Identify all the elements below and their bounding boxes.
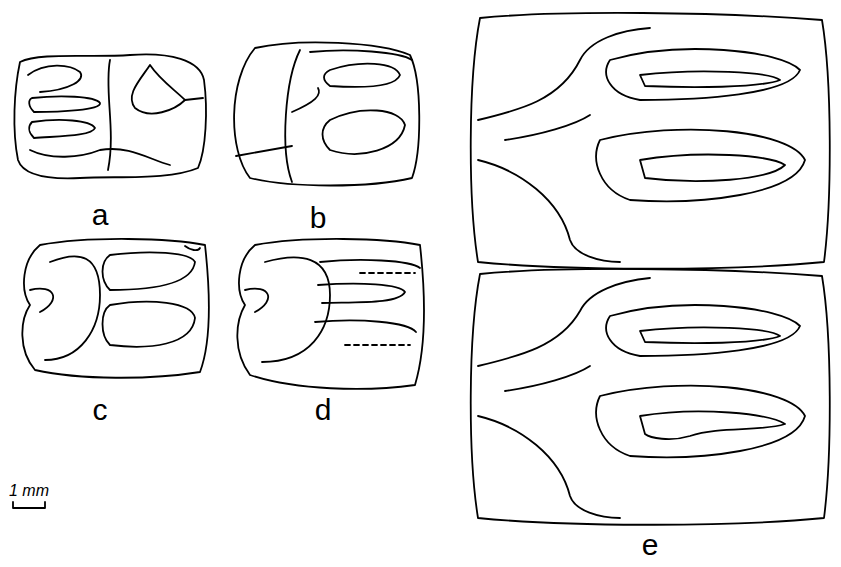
crack-line	[236, 146, 292, 156]
enamel-fold	[45, 256, 100, 360]
crack-line	[185, 98, 203, 100]
tooth-e-lower	[471, 269, 830, 525]
tooth-outline	[22, 239, 209, 378]
tooth-e-upper	[471, 13, 830, 269]
panel-letter: a	[92, 200, 109, 230]
enamel-fold	[28, 66, 81, 92]
dashed-line	[360, 272, 415, 274]
scale-bar	[13, 502, 45, 508]
enamel-fold	[478, 160, 620, 262]
enamel-fold	[310, 50, 412, 60]
enamel-fold	[478, 278, 650, 366]
panel-letter: c	[93, 395, 108, 425]
enamel-fold	[315, 320, 416, 332]
enamel-fold	[185, 246, 200, 250]
enamel-fold	[285, 50, 300, 182]
enamel-fold	[103, 302, 196, 347]
enamel-fold	[262, 257, 330, 362]
scale-line	[13, 502, 45, 508]
enamel-fold	[640, 411, 785, 439]
dashed-line	[345, 344, 410, 346]
enamel-fold	[478, 28, 650, 120]
panel-letter: b	[310, 203, 327, 233]
enamel-fold	[30, 289, 53, 312]
tooth-a	[14, 54, 206, 178]
tooth-d	[237, 239, 424, 389]
enamel-fold	[606, 49, 800, 100]
enamel-fold	[323, 110, 406, 154]
enamel-fold	[596, 130, 805, 202]
scale-label: 1 mm	[9, 483, 49, 499]
enamel-fold	[29, 96, 100, 112]
enamel-fold	[318, 284, 405, 303]
panel-letter: d	[315, 395, 332, 425]
enamel-fold	[606, 305, 800, 356]
enamel-fold	[324, 64, 400, 87]
enamel-fold	[29, 120, 95, 138]
enamel-fold	[478, 416, 620, 518]
tooth-outline	[471, 269, 830, 525]
panel-letter: e	[642, 530, 659, 560]
enamel-fold	[505, 366, 590, 391]
enamel-fold	[640, 155, 785, 182]
enamel-fold	[103, 252, 196, 290]
enamel-fold	[245, 289, 268, 312]
enamel-fold	[640, 71, 780, 87]
enamel-fold	[596, 386, 805, 458]
enamel-fold	[132, 65, 185, 113]
tooth-outline	[14, 54, 206, 178]
tooth-c	[22, 239, 209, 378]
enamel-fold	[30, 149, 170, 165]
tooth-b	[234, 42, 419, 185]
tooth-outline	[237, 239, 424, 389]
enamel-fold	[108, 60, 111, 170]
tooth-outline	[234, 42, 419, 185]
enamel-fold	[292, 88, 319, 112]
enamel-fold	[505, 115, 590, 140]
enamel-fold	[640, 327, 780, 343]
tooth-outline	[471, 13, 830, 269]
enamel-fold	[320, 260, 420, 268]
